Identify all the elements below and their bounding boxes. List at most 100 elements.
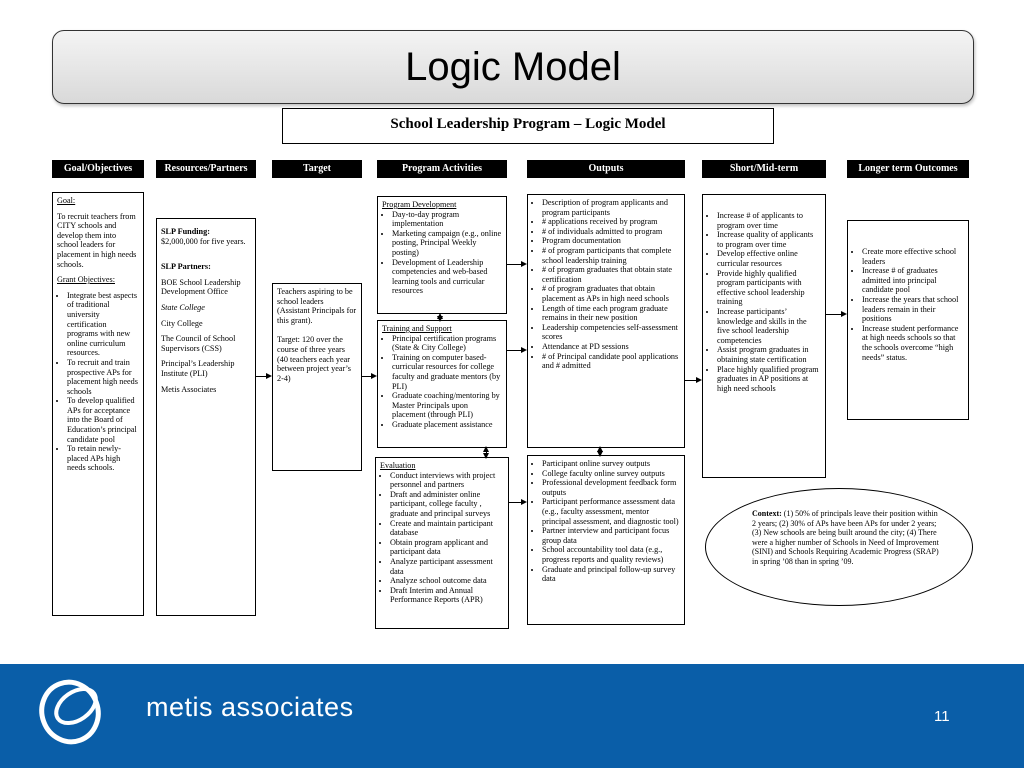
short-mid-term-box: Increase # of applicants to program over… [702, 194, 826, 478]
partner-item: City College [161, 318, 203, 328]
list-item: Conduct interviews with project personne… [390, 471, 504, 490]
goal-text: To recruit teachers from CITY schools an… [57, 211, 137, 269]
list-item: # of program graduates that obtain place… [542, 284, 680, 303]
list-item: Obtain program applicant and participant… [390, 538, 504, 557]
col-header-outputs: Outputs [527, 160, 685, 178]
list-item: Draft and administer online participant,… [390, 490, 504, 519]
diagram-subtitle: School Leadership Program – Logic Model [282, 108, 774, 144]
list-item: Professional development feedback form o… [542, 478, 680, 497]
arrow-resources-to-target [256, 373, 272, 379]
col-header-short-mid: Short/Mid-term [702, 160, 826, 178]
list-item: Graduate and principal follow-up survey … [542, 565, 680, 584]
col-header-goals: Goal/Objectives [52, 160, 144, 178]
list-item: To recruit and train prospective APs for… [67, 358, 139, 396]
list-item: Draft Interim and Annual Performance Rep… [390, 586, 504, 605]
list-item: School accountability tool data (e.g., p… [542, 545, 680, 564]
list-item: Training on computer based-curricular re… [392, 353, 502, 391]
target-text-1: Teachers aspiring to be school leaders (… [277, 287, 357, 325]
list-item: Increase # of applicants to program over… [717, 211, 821, 230]
program-development-heading: Program Development [382, 200, 457, 209]
list-item: Program documentation [542, 236, 680, 246]
list-item: Increase participants’ knowledge and ski… [717, 307, 821, 345]
goals-box: Goal: To recruit teachers from CITY scho… [52, 192, 144, 616]
outputs-top-box: Description of program applicants and pr… [527, 194, 685, 448]
col-header-resources: Resources/Partners [156, 160, 256, 178]
list-item: Marketing campaign (e.g., online posting… [392, 229, 502, 258]
evaluation-heading: Evaluation [380, 461, 416, 470]
list-item: Develop effective online curricular reso… [717, 249, 821, 268]
target-text-2: Target: 120 over the course of three yea… [277, 335, 351, 383]
outputs-bottom-box: Participant online survey outputs Colleg… [527, 455, 685, 625]
col-header-target: Target [272, 160, 362, 178]
list-item: Increase quality of applicants to progra… [717, 230, 821, 249]
arrow-short-mid-to-longer-term [826, 311, 847, 317]
list-item: Partner interview and participant focus … [542, 526, 680, 545]
list-item: # of Principal candidate pool applicatio… [542, 352, 680, 371]
list-item: # of program graduates that obtain state… [542, 265, 680, 284]
goal-heading: Goal: [57, 196, 76, 205]
list-item: Description of program applicants and pr… [542, 198, 680, 217]
arrow-target-to-activities [362, 373, 377, 379]
arrow-outputs-to-short-mid [685, 377, 702, 383]
list-item: Integrate best aspects of traditional un… [67, 291, 139, 358]
objectives-list: Integrate best aspects of traditional un… [57, 291, 139, 473]
list-item: Graduate placement assistance [392, 420, 502, 430]
list-item: Increase the years that school leaders r… [862, 295, 964, 324]
list-item: Create more effective school leaders [862, 247, 964, 266]
resources-box: SLP Funding: $2,000,000 for five years. … [156, 218, 256, 616]
list-item: Assist program graduates in obtaining st… [717, 345, 821, 364]
list-item: # applications received by program [542, 217, 680, 227]
partner-item: Metis Associates [161, 384, 217, 394]
list-item: Attendance at PD sessions [542, 342, 680, 352]
context-text: (1) 50% of principals leave their positi… [752, 509, 939, 566]
arrow-training-to-outputs [507, 347, 527, 353]
funding-heading: SLP Funding: [161, 227, 210, 236]
list-item: College faculty online survey outputs [542, 469, 680, 479]
longer-term-box: Create more effective school leaders Inc… [847, 220, 969, 420]
footer-bar [0, 664, 1024, 768]
arrow-development-to-outputs [507, 261, 527, 267]
partner-item: Principal’s Leadership Institute (PLI) [161, 359, 235, 378]
list-item: Increase # of graduates admitted into pr… [862, 266, 964, 295]
context-ellipse: Context: (1) 50% of principals leave the… [705, 488, 973, 606]
list-item: Create and maintain participant database [390, 519, 504, 538]
metis-logo-icon [39, 679, 101, 745]
list-item: Development of Leadership competencies a… [392, 258, 502, 296]
col-header-activities: Program Activities [377, 160, 507, 178]
arrow-outputs-link [597, 446, 603, 457]
footer-brand-text: metis associates [146, 692, 354, 722]
list-item: # of individuals admitted to program [542, 227, 680, 237]
list-item: Participant performance assessment data … [542, 497, 680, 526]
arrow-development-training [437, 313, 443, 322]
training-support-heading: Training and Support [382, 324, 452, 333]
target-box: Teachers aspiring to be school leaders (… [272, 283, 362, 471]
list-item: Graduate coaching/mentoring by Master Pr… [392, 391, 502, 420]
col-header-longer-term: Longer term Outcomes [847, 160, 969, 178]
page-number: 11 [934, 708, 950, 725]
list-item: Increase student performance at high nee… [862, 324, 964, 362]
list-item: Leadership competencies self-assessment … [542, 323, 680, 342]
arrow-evaluation-to-outputs [509, 499, 527, 505]
list-item: # of program participants that complete … [542, 246, 680, 265]
partner-item: State College [161, 302, 205, 312]
title-bar: Logic Model [52, 30, 974, 104]
arrow-training-evaluation [483, 446, 489, 459]
training-support-box: Training and Support Principal certifica… [377, 320, 507, 448]
list-item: Principal certification programs (State … [392, 334, 502, 353]
list-item: Place highly qualified program graduates… [717, 365, 821, 394]
list-item: Length of time each program graduate rem… [542, 304, 680, 323]
partner-item: BOE School Leadership Development Office [161, 277, 241, 297]
list-item: To develop qualified APs for acceptance … [67, 396, 139, 444]
funding-text: $2,000,000 for five years. [161, 236, 246, 246]
list-item: To retain newly-placed APs high needs sc… [67, 444, 139, 473]
partners-heading: SLP Partners: [161, 262, 211, 272]
slide-title: Logic Model [405, 45, 621, 89]
list-item: Analyze participant assessment data [390, 557, 504, 576]
grant-objectives-heading: Grant Objectives: [57, 275, 115, 285]
context-label: Context: [752, 509, 782, 518]
evaluation-box: Evaluation Conduct interviews with proje… [375, 457, 509, 629]
list-item: Day-to-day program implementation [392, 210, 502, 229]
list-item: Participant online survey outputs [542, 459, 680, 469]
program-development-box: Program Development Day-to-day program i… [377, 196, 507, 314]
partner-item: The Council of School Supervisors (CSS) [161, 334, 236, 353]
